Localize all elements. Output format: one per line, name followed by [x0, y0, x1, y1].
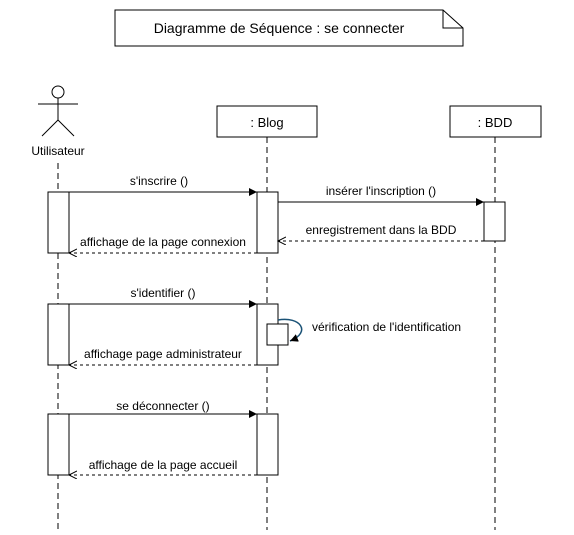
actor-label: Utilisateur	[31, 144, 84, 158]
diagram-title: Diagramme de Séquence : se connecter	[154, 20, 405, 36]
message-inscrire-label: s'inscrire ()	[130, 174, 188, 188]
actor-utilisateur	[38, 85, 78, 137]
message-affichage-connexion-label: affichage de la page connexion	[80, 235, 246, 249]
message-deconnecter-label: se déconnecter ()	[116, 399, 209, 413]
message-verification-arrow	[277, 318, 303, 342]
activation-bdd-1	[483, 201, 506, 242]
activation-blog-3	[256, 413, 279, 476]
activation-blog-1	[256, 191, 279, 254]
message-enregistrement-label: enregistrement dans la BDD	[306, 223, 457, 237]
message-inserer-label: insérer l'inscription ()	[326, 184, 436, 198]
lifeline-bdd-label: : BDD	[478, 115, 513, 130]
lifeline-blog-head: : Blog	[216, 105, 318, 138]
activation-utilisateur-2	[47, 303, 70, 366]
lifeline-bdd-head: : BDD	[449, 105, 542, 138]
activation-blog-self	[266, 323, 289, 346]
activation-utilisateur-1	[47, 191, 70, 254]
activation-utilisateur-3	[47, 413, 70, 476]
message-affichage-admin-label: affichage page administrateur	[84, 347, 242, 361]
diagram-title-note: Diagramme de Séquence : se connecter	[114, 9, 464, 47]
lifeline-blog-label: : Blog	[250, 115, 283, 130]
message-affichage-accueil-label: affichage de la page accueil	[89, 458, 238, 472]
message-identifier-label: s'identifier ()	[131, 286, 196, 300]
message-verification-label: vérification de l'identification	[312, 320, 461, 334]
